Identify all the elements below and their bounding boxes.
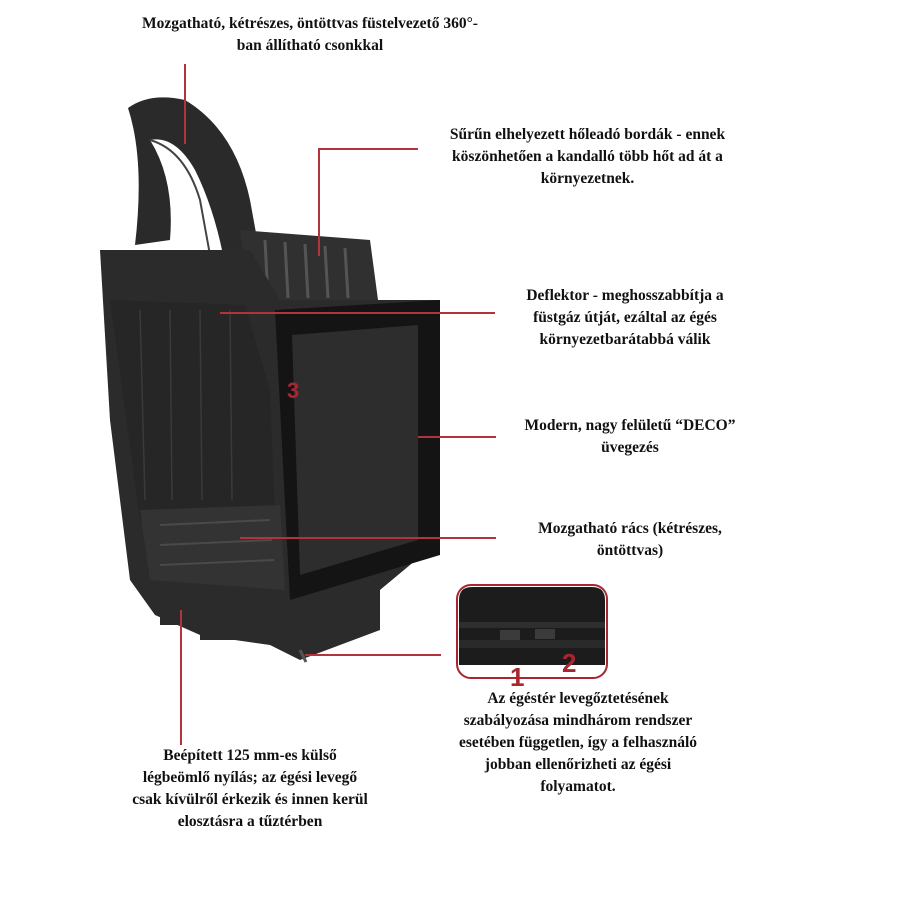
leader-glass [418,436,496,438]
marker-3: 3 [287,378,299,403]
caption-line: Beépített 125 mm-es külső [163,747,337,764]
caption-line: üvegezés [601,439,659,456]
caption-line: Mozgatható rács (kétrészes, [538,520,722,537]
caption-fins: Sűrűn elhelyezett hőleadó bordák - ennek… [415,124,760,190]
caption-line: ban állítható csonkkal [236,37,384,54]
leader-deflector [220,312,495,314]
caption-line: környezetnek. [540,170,635,187]
caption-line: folyamatot. [540,778,616,795]
marker-2: 2 [562,648,576,678]
caption-flue: Mozgatható, kétrészes, öntöttvas füstelv… [90,13,530,57]
caption-line: Az égéstér levegőztetésének [487,690,669,707]
caption-line: Modern, nagy felületű “DECO” [524,417,736,434]
marker-1: 1 [510,662,524,692]
caption-line: Deflektor - meghosszabbítja a [526,287,724,304]
caption-grate: Mozgatható rács (kétrészes, öntöttvas) [495,518,765,562]
caption-line: jobban ellenőrizheti az égési [484,756,672,773]
caption-deflector: Deflektor - meghosszabbítja a füstgáz út… [495,285,755,351]
caption-line: elosztásra a tűztérben [177,813,323,830]
caption-line: légbeömlő nyílás; az égési levegő [142,769,358,786]
heat-fins [240,230,378,300]
leader-air-control [305,654,441,656]
caption-line: köszönhetően a kandalló több hőt ad át a [452,148,723,165]
leader-grate [240,537,496,539]
caption-line: öntöttvas) [596,542,664,559]
air-control-inset: 1 2 [456,584,608,692]
caption-air-inlet: Beépített 125 mm-es külső légbeömlő nyíl… [95,745,405,833]
leader-air-inlet [180,610,182,745]
caption-line: csak kívülről érkezik és innen kerül [132,791,368,808]
caption-line: Sűrűn elhelyezett hőleadó bordák - ennek [449,126,726,143]
leader-fins-v [318,148,320,256]
grate [140,505,285,590]
caption-line: környezetbarátabbá válik [539,331,711,348]
caption-line: füstgáz útját, ezáltal az égés [533,309,717,326]
caption-line: Mozgatható, kétrészes, öntöttvas füstelv… [142,15,478,32]
caption-glass: Modern, nagy felületű “DECO” üvegezés [495,415,765,459]
leader-fins-h [318,148,418,150]
caption-air-control: Az égéstér levegőztetésének szabályozása… [418,688,738,798]
caption-line: esetében független, így a felhasználó [458,734,698,751]
flue-elbow [128,97,260,265]
leader-flue [184,64,186,144]
caption-line: szabályozása mindhárom rendszer [463,712,693,729]
